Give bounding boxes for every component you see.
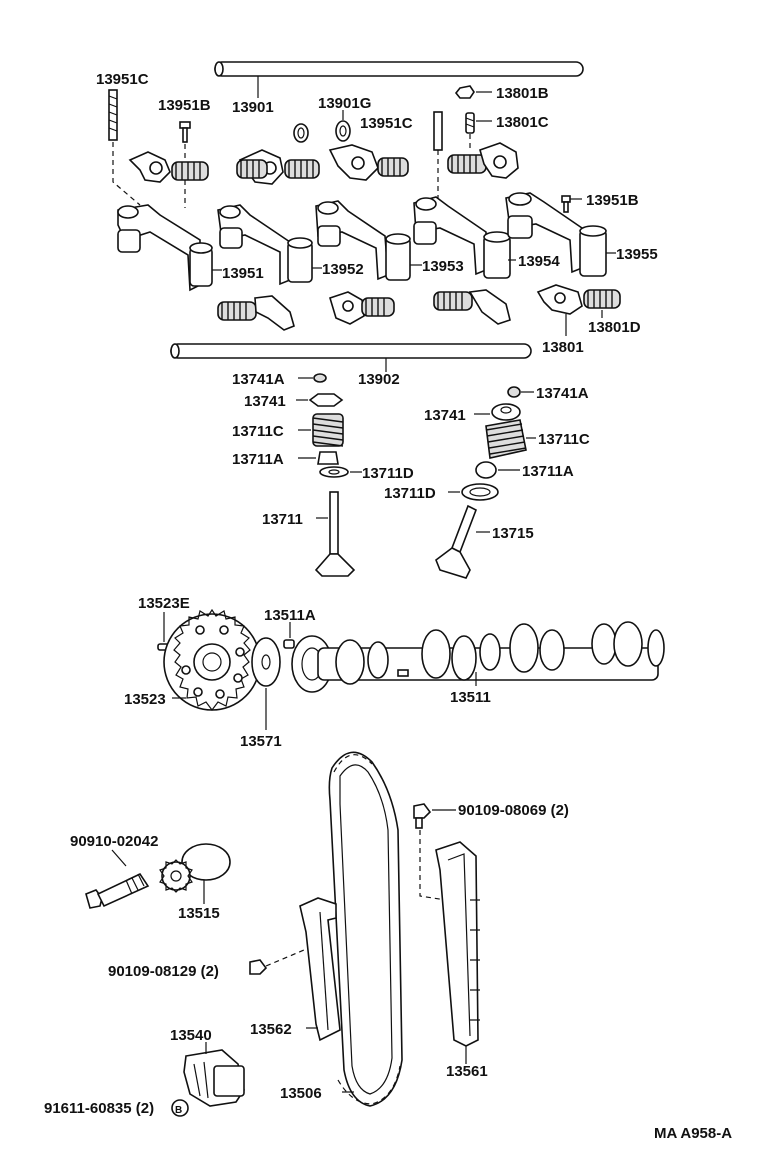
label-13523: 13523 [124,691,166,708]
label-13515: 13515 [178,905,220,922]
bolt-90109-08069 [413,803,432,829]
retainer-13741-left [308,393,344,407]
label-13506: 13506 [280,1085,322,1102]
label-13715: 13715 [492,525,534,542]
sprocket-13523 [163,608,261,711]
label-13954: 13954 [518,253,560,270]
chain-guide-13561 [435,841,480,1047]
rocker-arm-upper-1 [128,151,171,183]
label-13711a-left: 13711A [232,451,284,468]
label-13902: 13902 [358,371,400,388]
label-91611-60835: 91611-60835 (2) [44,1100,154,1117]
label-13801d: 13801D [588,319,641,336]
label-13511a: 13511A [264,607,316,624]
svg-text:B: B [175,1105,182,1116]
spring-13801d [583,289,621,309]
bolt-90109-08129 [249,959,268,975]
timing-chain-13506 [328,751,403,1107]
plate-13571 [251,637,281,687]
label-13901g: 13901G [318,95,371,112]
valve-13711 [314,491,356,577]
label-13951c-left: 13951C [96,71,149,88]
support-13951 [117,204,213,292]
label-13741a-left: 13741A [232,371,285,388]
label-13562: 13562 [250,1021,292,1038]
label-13801c: 13801C [496,114,549,131]
label-13801b: 13801B [496,85,549,102]
support-13952 [217,204,313,286]
seal-13711a-left [317,451,339,465]
rocker-arm-upper-3 [328,144,409,181]
label-13511: 13511 [450,689,491,706]
screw-13801c [465,112,475,134]
label-13711c-right: 13711C [538,431,590,448]
valve-spring-13711c-left [312,413,344,447]
keeper-13741a-left [313,373,327,383]
label-13711d-right: 13711D [384,485,436,502]
valve-13715 [435,504,478,579]
label-13741-left: 13741 [244,393,286,410]
rocker-arm-lower-1 [217,295,295,331]
rocker-spring-upper-2 [236,159,320,179]
rocker-spring-upper-1 [171,161,209,181]
label-13801: 13801 [542,339,584,356]
bolt-13951b-left [179,121,191,143]
label-13523e: 13523E [138,595,190,612]
label-13561: 13561 [446,1063,488,1080]
label-90910-02042: 90910-02042 [70,833,158,850]
seat-13711d-right [461,483,499,501]
label-13540: 13540 [170,1027,212,1044]
keeper-13741a-right [507,386,521,398]
label-13953: 13953 [422,258,464,275]
support-13954 [413,196,511,279]
rocker-shaft-13901 [214,61,584,77]
rocker-arm-lower-2 [329,291,395,325]
label-13951b-right: 13951B [586,192,639,209]
gear-13515 [159,843,231,893]
reference-code: MA A958-A [654,1125,732,1142]
ring-13901g-a [293,123,309,143]
support-13953 [315,200,411,281]
label-13741-right: 13741 [424,407,466,424]
label-13711: 13711 [262,511,303,528]
chain-damper-13562 [299,897,341,1042]
label-13741a-right: 13741A [536,385,589,402]
rocker-arm-13801 [536,284,583,315]
bolt-91611-60835-icon: B [171,1099,189,1117]
pin-13951c-right [433,111,443,151]
tensioner-13540 [183,1049,245,1107]
nut-13801b [454,85,475,99]
rocker-shaft-13902 [170,343,532,359]
support-13955 [505,192,607,277]
label-13951c-right: 13951C [360,115,413,132]
retainer-13741-right [491,403,521,421]
label-13711a-right: 13711A [522,463,574,480]
seat-13711d-left [319,466,349,478]
valve-spring-13711c-right [485,419,527,459]
camshaft-13511 [291,621,665,693]
key-13511a [283,639,295,649]
label-13711c-left: 13711C [232,423,284,440]
bolt-90910-02042 [85,872,150,909]
label-13955: 13955 [616,246,658,263]
bolt-13951b-right [561,195,571,213]
rocker-arm-upper-4 [447,142,519,179]
label-13901: 13901 [232,99,274,116]
label-90109-08069: 90109-08069 (2) [458,802,569,819]
stud-13951c-left [108,89,118,141]
seal-13711a-right [475,461,497,479]
label-13951: 13951 [222,265,264,282]
label-13571: 13571 [240,733,282,750]
label-13952: 13952 [322,261,364,278]
label-90109-08129: 90109-08129 (2) [108,963,219,980]
label-13711d-left: 13711D [362,465,414,482]
ring-13901g-b [335,120,351,142]
label-13951b-left: 13951B [158,97,211,114]
rocker-arm-lower-3 [433,289,511,325]
